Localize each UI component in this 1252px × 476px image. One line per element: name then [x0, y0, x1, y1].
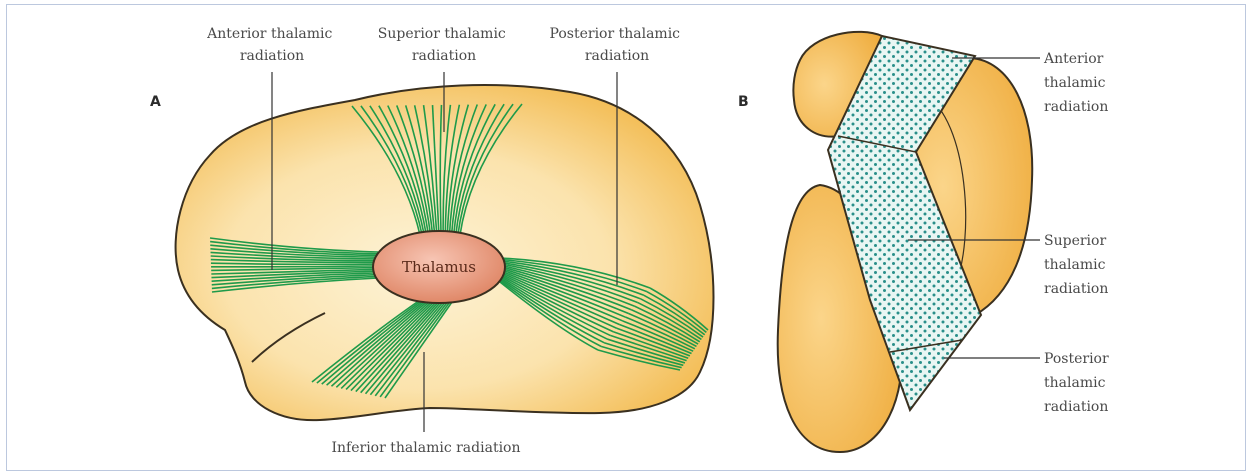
- label-inferior-a: Inferior thalamic radiation: [332, 440, 521, 456]
- panel-b-letter: B: [738, 94, 749, 110]
- label-posterior-a: Posterior thalamic radiation: [550, 26, 685, 64]
- label-posterior-b: Posterior thalamic radiation: [1044, 351, 1113, 415]
- panel-b: B Anterior thalamic radiation Superior t…: [738, 32, 1113, 452]
- panel-a: A Thalamus Anterior thalamic radiation S…: [150, 26, 714, 456]
- label-superior-a: Superior thalamic radiation: [378, 26, 510, 64]
- label-superior-b: Superior thalamic radiation: [1044, 233, 1111, 297]
- label-anterior-a: Anterior thalamic radiation: [206, 26, 337, 64]
- thalamus-label: Thalamus: [402, 258, 476, 276]
- panel-a-letter: A: [150, 94, 161, 110]
- label-anterior-b: Anterior thalamic radiation: [1043, 51, 1110, 115]
